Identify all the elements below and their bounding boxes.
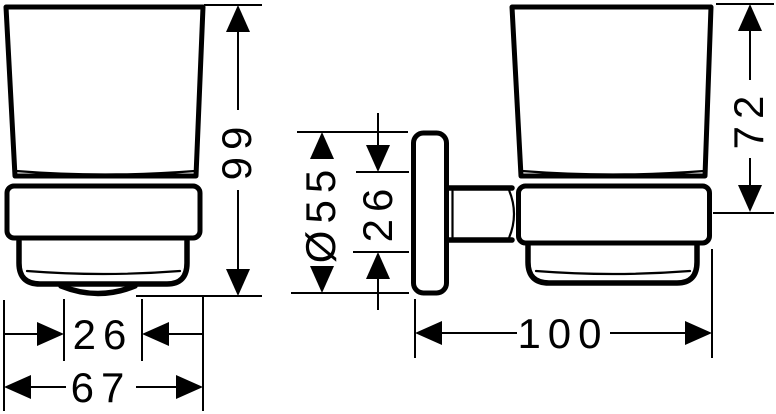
front-ring-inner-edge: [25, 269, 182, 276]
dim-26-side-label: 26: [354, 182, 401, 243]
front-holder-bracket: [4, 183, 203, 241]
side-view: [411, 4, 714, 296]
dim-100-arrow-right: [685, 321, 712, 345]
dim-26-side-arrow-top: [366, 145, 390, 172]
dim-26-front-label: 26: [73, 311, 134, 358]
side-glass-outline: [509, 4, 714, 179]
side-view-dimensions: Ø55 26 72 100: [291, 3, 774, 358]
dim-26-front-arrow-left: [37, 322, 64, 346]
dim-72-arrow-top: [738, 4, 762, 31]
side-ring-inner-edge: [534, 269, 692, 276]
dim-72-arrow-bottom: [738, 185, 762, 212]
dim-72-label: 72: [725, 89, 772, 150]
dim-55-arrow-top: [310, 132, 334, 159]
side-wall-plate: [411, 130, 449, 296]
dim-67-arrow-left: [4, 375, 31, 399]
front-glass-bottom-rim: [14, 169, 197, 176]
dim-100-arrow-left: [415, 321, 442, 345]
dim-100-label: 100: [517, 310, 608, 357]
side-stem-end-arc: [507, 188, 516, 240]
dim-99-arrow-bottom: [226, 269, 250, 296]
side-ring-outline: [525, 242, 700, 286]
front-view: [3, 4, 206, 297]
dim-26-side-arrow-bottom: [366, 252, 390, 279]
dim-55-arrow-bottom: [310, 266, 334, 293]
dim-67-label: 67: [71, 364, 132, 411]
front-ring-outline: [16, 238, 190, 287]
front-glass-bottom-bulge: [58, 283, 138, 297]
front-glass-outline: [3, 4, 206, 179]
side-glass-bottom-rim: [520, 169, 706, 176]
side-holder-bracket: [516, 183, 712, 246]
front-view-dimensions: 26 67 99: [3, 4, 262, 411]
dim-67-arrow-right: [176, 375, 203, 399]
dim-99-arrow-top: [226, 5, 250, 32]
dim-99-label: 99: [213, 120, 260, 181]
dim-26-front-arrow-right: [142, 322, 169, 346]
dim-55-label: Ø55: [297, 163, 344, 263]
